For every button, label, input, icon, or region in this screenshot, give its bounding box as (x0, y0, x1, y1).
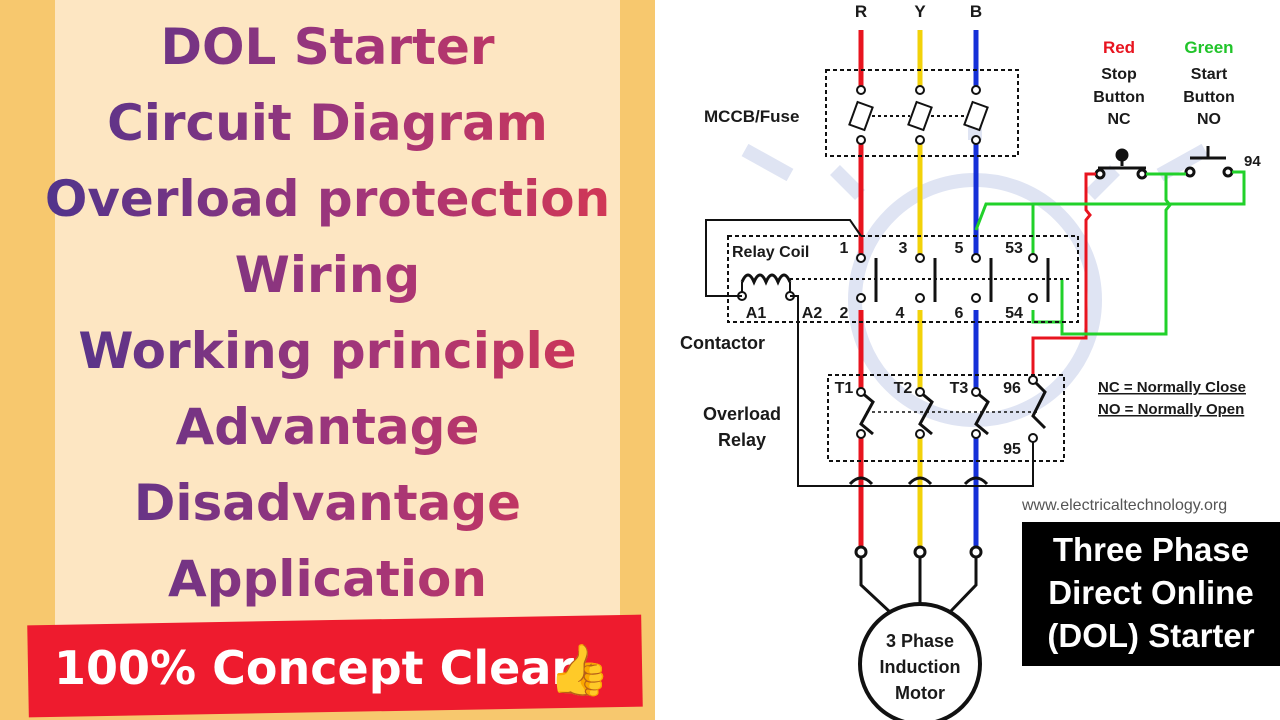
legend-nc: NC = Normally Close (1098, 379, 1246, 396)
title-line-1: Three Phase (1052, 531, 1250, 568)
start-button-label-3: NO (1197, 111, 1221, 128)
contactor-contacts (705, 219, 1070, 487)
terminal-t1: T1 (835, 380, 854, 397)
terminal-4: 4 (896, 305, 905, 322)
left-inner-panel (55, 0, 620, 640)
title-box (1022, 522, 1280, 666)
thumbs-up-icon: 👍 (548, 641, 611, 699)
start-button-icon (1184, 146, 1234, 178)
phase-label-r: R (855, 2, 867, 21)
phase-label-b: B (970, 2, 982, 21)
terminal-6: 6 (955, 305, 964, 322)
motor-label-2: Induction (880, 657, 961, 677)
contactor-label: Contactor (680, 333, 765, 353)
topic-disadvantage: Disadvantage (0, 473, 655, 533)
left-panel (0, 0, 655, 720)
topic-overload-protection: Overload protection (0, 169, 655, 229)
topic-advantage: Advantage (0, 397, 655, 457)
motor-icon (858, 602, 982, 720)
motor-terminals (854, 545, 983, 614)
topic-circuit-diagram: Circuit Diagram (0, 93, 655, 153)
terminal-94: 94 (1244, 153, 1261, 170)
green-label: Green (1184, 38, 1233, 57)
stop-button-label-2: Button (1093, 89, 1145, 106)
terminal-95: 95 (1003, 441, 1021, 458)
phase-label-y: Y (914, 2, 926, 21)
overload-label-2: Relay (718, 430, 766, 450)
relay-coil-label: Relay Coil (732, 244, 809, 261)
overload-contacts (848, 378, 1047, 486)
overload-terminals (856, 375, 1038, 443)
topic-dol-starter: DOL Starter (0, 17, 655, 77)
mccb-box (825, 69, 1019, 157)
contactor-box (727, 235, 1079, 323)
stop-button-label-3: NC (1107, 111, 1131, 128)
terminal-2: 2 (840, 305, 849, 322)
stop-button-label-1: Stop (1101, 66, 1137, 83)
topic-working-principle: Working principle (0, 321, 655, 381)
terminal-96: 96 (1003, 380, 1021, 397)
motor-label-1: 3 Phase (886, 631, 954, 651)
terminal-53: 53 (1005, 240, 1023, 257)
stop-button-icon (1094, 148, 1148, 180)
mccb-label: MCCB/Fuse (704, 107, 799, 126)
motor-label-3: Motor (895, 683, 945, 703)
topic-wiring: Wiring (0, 245, 655, 305)
start-button-label-1: Start (1191, 66, 1228, 83)
terminal-a1: A1 (746, 305, 767, 322)
control-wires (974, 170, 1246, 374)
start-button-label-2: Button (1183, 89, 1235, 106)
terminal-t2: T2 (894, 380, 913, 397)
overload-label-1: Overload (703, 404, 781, 424)
title-line-3: (DOL) Starter (1047, 617, 1255, 654)
title-line-2: Direct Online (1048, 574, 1254, 611)
banner-text: 100% Concept Clear (54, 641, 575, 695)
phase-wires (858, 30, 979, 548)
legend-no: NO = Normally Open (1098, 401, 1244, 418)
terminal-t3: T3 (950, 380, 969, 397)
topic-application: Application (0, 549, 655, 609)
terminal-54: 54 (1005, 305, 1023, 322)
dol-circuit-diagram: R Y B MCCB/Fuse Red Stop Button NC Green… (680, 2, 1261, 720)
terminal-a2: A2 (802, 305, 823, 322)
red-label: Red (1103, 38, 1135, 57)
terminal-5: 5 (955, 240, 964, 257)
terminal-3: 3 (899, 240, 908, 257)
fuse-elements (848, 85, 989, 145)
watermark-url: www.electricaltechnology.org (1021, 497, 1227, 514)
terminal-1: 1 (840, 240, 849, 257)
